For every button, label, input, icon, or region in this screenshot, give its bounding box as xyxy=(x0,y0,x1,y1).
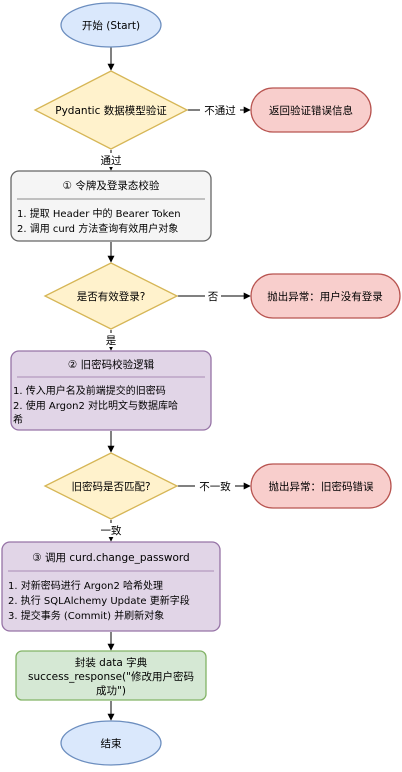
login-error-node: 抛出异常：用户没有登录 xyxy=(250,273,401,319)
pack-response-line: 封装 data 字典 xyxy=(75,656,148,669)
end-label: 结束 xyxy=(101,737,122,750)
pack-response-line: 成功") xyxy=(96,685,126,697)
pack-response-line: success_response("修改用户密码 xyxy=(28,670,194,683)
validate-error-node: 返回验证错误信息 xyxy=(250,87,372,133)
oldpw-check-line: 2. 使用 Argon2 对比明文与数据库哈 xyxy=(13,399,178,412)
pack-response-node: 封装 data 字典 success_response("修改用户密码 成功") xyxy=(15,650,207,701)
edge-label-oldpw-no: 不一致 xyxy=(195,479,235,493)
oldpw-check-line: 希 xyxy=(13,413,23,426)
edge-label-oldpw-yes: 一致 xyxy=(97,523,125,537)
svg-text:通过: 通过 xyxy=(101,154,122,167)
start-label: 开始 (Start) xyxy=(82,19,140,32)
login-error-label: 抛出异常：用户没有登录 xyxy=(267,290,383,303)
change-password-line: 1. 对新密码进行 Argon2 哈希处理 xyxy=(8,579,163,592)
svg-text:是: 是 xyxy=(106,335,117,347)
validate-label: Pydantic 数据模型验证 xyxy=(55,104,167,117)
oldpw-check-line: 1. 传入用户名及前端提交的旧密码 xyxy=(13,384,166,397)
change-password-line: 2. 执行 SQLAlchemy Update 更新字段 xyxy=(8,594,190,607)
login-check-label: 是否有效登录? xyxy=(77,290,146,303)
oldpw-check-title: ② 旧密码校验逻辑 xyxy=(68,358,155,371)
oldpw-check-node: ② 旧密码校验逻辑 1. 传入用户名及前端提交的旧密码 2. 使用 Argon2… xyxy=(10,350,212,431)
svg-text:不一致: 不一致 xyxy=(199,480,231,493)
change-password-node: ③ 调用 curd.change_password 1. 对新密码进行 Argo… xyxy=(1,541,221,632)
validate-decision: Pydantic 数据模型验证 xyxy=(33,70,189,150)
oldpw-decision: 旧密码是否匹配? xyxy=(43,452,179,520)
start-node: 开始 (Start) xyxy=(60,2,162,48)
oldpw-error-node: 抛出异常：旧密码错误 xyxy=(250,463,392,509)
svg-text:一致: 一致 xyxy=(101,524,122,537)
token-check-line: 1. 提取 Header 中的 Bearer Token xyxy=(17,207,181,220)
edge-label-validate-fail: 不通过 xyxy=(200,103,240,117)
change-password-line: 3. 提交事务 (Commit) 并刷新对象 xyxy=(8,609,164,622)
edge-label-validate-pass: 通过 xyxy=(97,153,125,167)
login-decision: 是否有效登录? xyxy=(43,262,179,330)
svg-text:否: 否 xyxy=(208,291,219,303)
oldpw-error-label: 抛出异常：旧密码错误 xyxy=(269,480,374,493)
token-check-title: ① 令牌及登录态校验 xyxy=(63,179,160,192)
edge-label-login-no: 否 xyxy=(205,289,221,303)
validate-error-label: 返回验证错误信息 xyxy=(269,104,353,117)
edge-label-login-yes: 是 xyxy=(103,333,119,347)
change-password-title: ③ 调用 curd.change_password xyxy=(32,552,189,564)
oldpw-match-label: 旧密码是否匹配? xyxy=(71,480,150,493)
svg-text:不通过: 不通过 xyxy=(204,104,236,117)
token-check-node: ① 令牌及登录态校验 1. 提取 Header 中的 Bearer Token … xyxy=(10,170,212,242)
token-check-line: 2. 调用 curd 方法查询有效用户对象 xyxy=(17,222,178,235)
end-node: 结束 xyxy=(60,720,162,766)
